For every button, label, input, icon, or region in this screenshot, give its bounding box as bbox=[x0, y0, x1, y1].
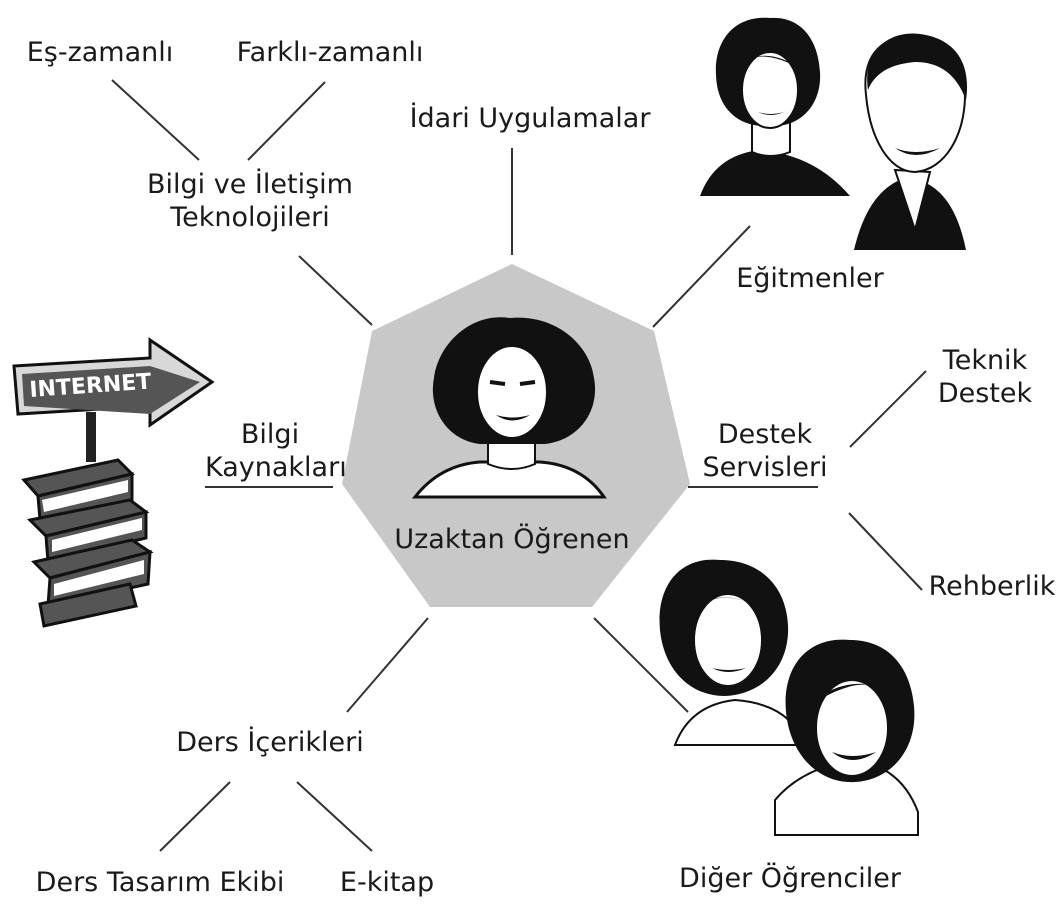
label-center: Uzaktan Öğrenen bbox=[394, 524, 630, 555]
internet-books-icon bbox=[12, 337, 215, 628]
label-bit: Bilgi ve İletişim Teknolojileri bbox=[147, 169, 353, 233]
label-teknik: Teknik Destek bbox=[937, 345, 1033, 409]
label-rehberlik: Rehberlik bbox=[928, 571, 1056, 602]
students-icon bbox=[659, 559, 919, 836]
label-ekitap: E-kitap bbox=[339, 867, 435, 898]
label-ders-tasarim: Ders Tasarım Ekibi bbox=[35, 867, 285, 898]
learner-portrait-icon bbox=[411, 317, 607, 499]
connector-es-zamanli bbox=[111, 79, 200, 161]
label-bilgi: Bilgi Kaynakları bbox=[205, 419, 347, 483]
instructors-icon bbox=[700, 17, 968, 250]
label-diger: Diğer Öğrenciler bbox=[679, 863, 901, 894]
connector-bit bbox=[298, 255, 373, 326]
label-egitmenler: Eğitmenler bbox=[736, 263, 884, 294]
connector-ders bbox=[346, 617, 429, 713]
connector-tasarim bbox=[159, 781, 231, 852]
label-destek: Destek Servisleri bbox=[702, 419, 828, 483]
connector-diger bbox=[593, 617, 689, 713]
label-farkli-zamanli: Farklı-zamanlı bbox=[236, 37, 424, 68]
connector-farkli-zamanli bbox=[247, 81, 326, 161]
connector-rehberlik bbox=[848, 512, 923, 591]
label-ders-icerikleri: Ders İçerikleri bbox=[176, 727, 364, 758]
label-idari: İdari Uygulamalar bbox=[409, 103, 651, 134]
connector-egitmenler bbox=[652, 225, 751, 328]
label-es-zamanli: Eş-zamanlı bbox=[26, 37, 174, 68]
connector-teknik bbox=[849, 370, 927, 448]
connector-ekitap bbox=[296, 781, 373, 852]
